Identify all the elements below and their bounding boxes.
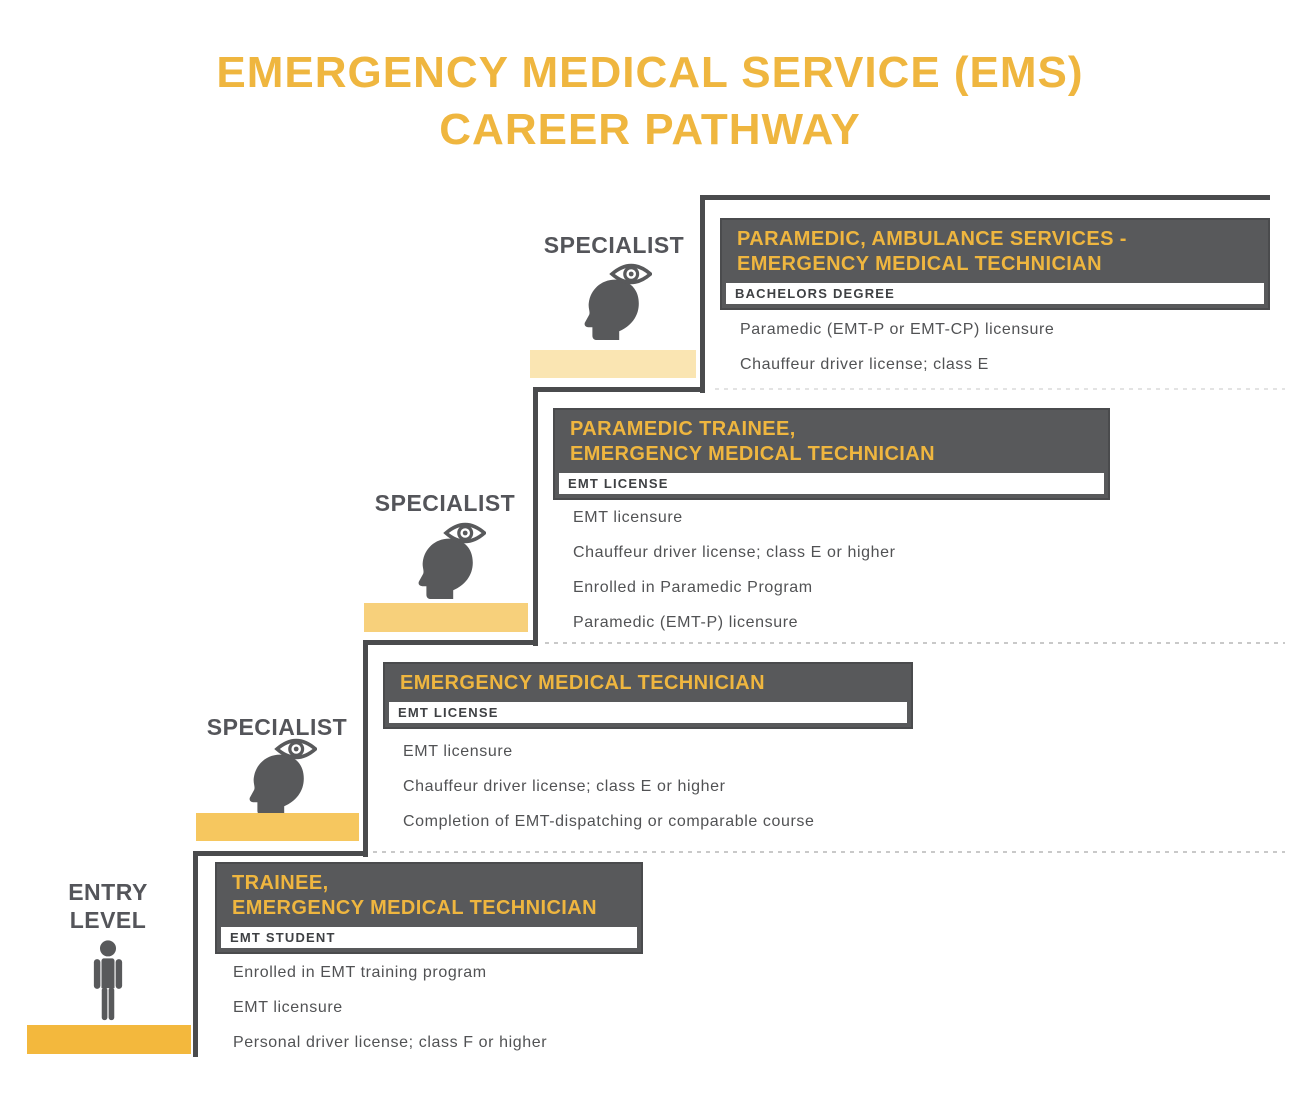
requirement-item: EMT licensure <box>233 998 343 1016</box>
step-riser-4 <box>700 195 705 393</box>
head-eye-icon <box>406 521 486 601</box>
dashed-separator-4 <box>715 388 1285 390</box>
requirement-item: Enrolled in Paramedic Program <box>573 578 813 596</box>
step-riser-3 <box>533 387 538 646</box>
box-header: PARAMEDIC TRAINEE, EMERGENCY MEDICAL TEC… <box>559 410 1104 473</box>
stage-bar-specialist-3 <box>530 350 696 378</box>
requirements-level-4: Paramedic (EMT-P or EMT-CP) licensure Ch… <box>740 312 1054 382</box>
box-title-line1: PARAMEDIC, AMBULANCE SERVICES - <box>737 228 1127 250</box>
stage-label-entry-level: ENTRY LEVEL <box>28 878 188 934</box>
page-title-line2: CAREER PATHWAY <box>439 105 861 154</box>
step-tread-2 <box>363 640 538 645</box>
box-title-line2: EMERGENCY MEDICAL TECHNICIAN <box>232 897 597 919</box>
stage-bar-specialist-2 <box>364 603 528 632</box>
head-eye-icon <box>237 737 317 817</box>
requirements-level-2: EMT licensure Chauffeur driver license; … <box>403 734 815 839</box>
entry-label-line1: ENTRY <box>68 879 148 905</box>
person-icon <box>85 940 131 1024</box>
requirement-item: Chauffeur driver license; class E <box>740 355 989 373</box>
dashed-separator-3 <box>545 642 1285 644</box>
requirement-item: Completion of EMT-dispatching or compara… <box>403 812 815 830</box>
box-title-line1: EMERGENCY MEDICAL TECHNICIAN <box>400 672 765 694</box>
step-riser-2 <box>363 640 368 857</box>
stage-label-specialist-1: SPECIALIST <box>206 714 348 740</box>
stage-label-specialist-2: SPECIALIST <box>374 490 516 516</box>
box-header: PARAMEDIC, AMBULANCE SERVICES - EMERGENC… <box>726 220 1264 283</box>
requirement-item: Paramedic (EMT-P) licensure <box>573 613 799 631</box>
box-header: TRAINEE, EMERGENCY MEDICAL TECHNICIAN <box>221 864 637 927</box>
requirement-item: Enrolled in EMT training program <box>233 963 487 981</box>
requirement-item: Chauffeur driver license; class E or hig… <box>403 777 726 795</box>
requirement-item: EMT licensure <box>573 508 683 526</box>
stage-label-specialist-3: SPECIALIST <box>543 232 685 258</box>
head-eye-icon <box>572 262 652 342</box>
credential-bar: EMT LICENSE <box>389 702 907 723</box>
career-box-paramedic-ambulance: PARAMEDIC, AMBULANCE SERVICES - EMERGENC… <box>720 218 1270 310</box>
step-tread-3 <box>533 387 705 392</box>
requirement-item: Paramedic (EMT-P or EMT-CP) licensure <box>740 320 1055 338</box>
requirements-level-3: EMT licensure Chauffeur driver license; … <box>573 500 896 640</box>
box-title-line1: TRAINEE, <box>232 872 329 894</box>
career-box-paramedic-trainee: PARAMEDIC TRAINEE, EMERGENCY MEDICAL TEC… <box>553 408 1110 500</box>
page-title-line1: EMERGENCY MEDICAL SERVICE (EMS) <box>216 48 1084 97</box>
box-header: EMERGENCY MEDICAL TECHNICIAN <box>389 664 907 702</box>
step-tread-top <box>700 195 1270 200</box>
entry-label-line2: LEVEL <box>69 907 147 933</box>
box-title-line2: EMERGENCY MEDICAL TECHNICIAN <box>737 253 1102 275</box>
box-title-line2: EMERGENCY MEDICAL TECHNICIAN <box>570 443 935 465</box>
credential-bar: BACHELORS DEGREE <box>726 283 1264 304</box>
requirement-item: Chauffeur driver license; class E or hig… <box>573 543 896 561</box>
requirement-item: Personal driver license; class F or high… <box>233 1033 548 1051</box>
step-riser-1 <box>193 851 198 1057</box>
stage-bar-entry <box>27 1025 191 1054</box>
career-box-emt: EMERGENCY MEDICAL TECHNICIAN EMT LICENSE <box>383 662 913 729</box>
requirements-level-1: Enrolled in EMT training program EMT lic… <box>233 955 547 1060</box>
career-box-trainee: TRAINEE, EMERGENCY MEDICAL TECHNICIAN EM… <box>215 862 643 954</box>
requirement-item: EMT licensure <box>403 742 513 760</box>
credential-bar: EMT LICENSE <box>559 473 1104 494</box>
dashed-separator-2 <box>373 851 1285 853</box>
credential-bar: EMT STUDENT <box>221 927 637 948</box>
box-title-line1: PARAMEDIC TRAINEE, <box>570 418 796 440</box>
page-title: EMERGENCY MEDICAL SERVICE (EMS) CAREER P… <box>0 44 1300 158</box>
stage-bar-specialist-1 <box>196 813 359 841</box>
step-tread-1 <box>193 851 368 856</box>
